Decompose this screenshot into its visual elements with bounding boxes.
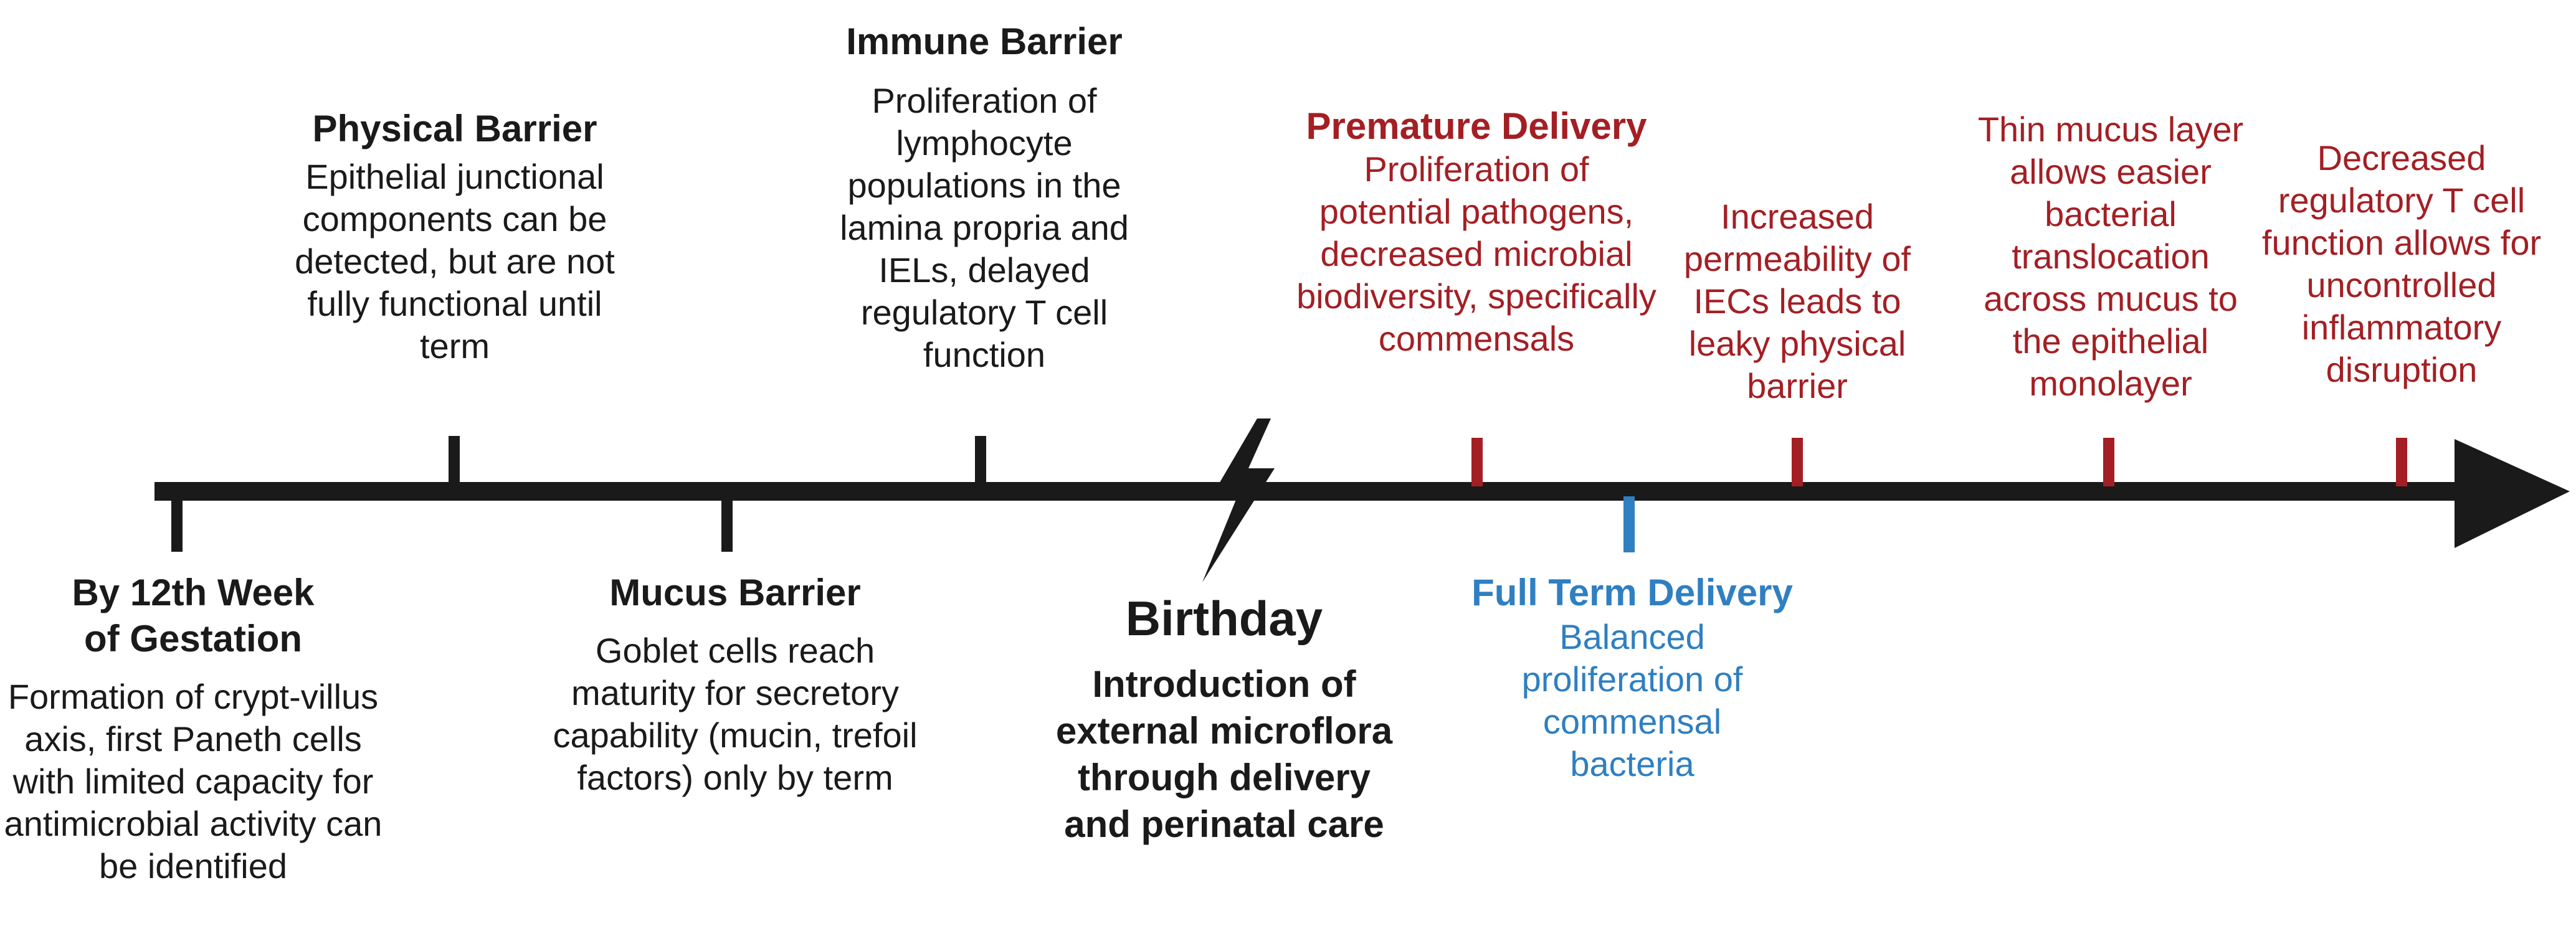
mucus-barrier-heading: Mucus Barrier [609, 572, 861, 613]
premature-delivery-heading: Premature Delivery [1306, 105, 1647, 147]
timeline-axis [154, 482, 2478, 501]
premature-delivery-block: Premature Delivery Proliferation of pote… [1296, 105, 1657, 360]
full-term-delivery-heading: Full Term Delivery [1471, 572, 1793, 613]
tick-physical [449, 436, 460, 492]
premature-delivery-text: Proliferation of potential pathogens, de… [1296, 149, 1656, 358]
immune-barrier-text: Proliferation of lymphocyte populations … [840, 81, 1129, 374]
timeline-arrowhead [2455, 439, 2570, 548]
mucus-barrier-text: Goblet cells reach maturity for secretor… [553, 631, 918, 797]
physical-barrier-text: Epithelial junctional components can be … [295, 157, 615, 366]
outcome-treg-function: Decreased regulatory T cell function all… [2261, 138, 2542, 389]
birthday-title: Birthday [1125, 591, 1323, 646]
tick-outcome-3 [2396, 438, 2407, 486]
gestation-block: By 12th Week of Gestation Formation of c… [0, 570, 386, 887]
immune-barrier-heading: Immune Barrier [846, 21, 1123, 62]
birthday-text: Introduction of external microflora thro… [1055, 663, 1393, 845]
full-term-delivery-text: Balanced proliferation of commensal bact… [1521, 617, 1743, 783]
immune-barrier-block: Immune Barrier Proliferation of lymphocy… [810, 19, 1159, 376]
physical-barrier-block: Physical Barrier Epithelial junctional c… [265, 106, 645, 367]
birthday-block: Birthday Introduction of external microf… [1034, 589, 1414, 848]
full-term-delivery-block: Full Term Delivery Balanced proliferatio… [1445, 570, 1819, 785]
physical-barrier-heading: Physical Barrier [312, 108, 597, 149]
tick-full-term [1623, 496, 1635, 552]
lightning-bolt-icon [1202, 418, 1275, 582]
tick-premature [1471, 438, 1483, 486]
tick-gestation [171, 492, 183, 552]
tick-outcome-1 [1792, 438, 1803, 486]
tick-mucus [721, 492, 733, 552]
outcome-thin-mucus: Thin mucus layer allows easier bacterial… [1977, 110, 2244, 403]
gestation-text: Formation of crypt-villus axis, first Pa… [4, 677, 383, 886]
mucus-barrier-block: Mucus Barrier Goblet cells reach maturit… [548, 570, 922, 799]
gestation-heading: By 12th Week of Gestation [72, 572, 315, 659]
tick-outcome-2 [2103, 438, 2114, 486]
tick-immune [975, 436, 986, 492]
outcome-leaky-barrier: Increased permeability of IECs leads to … [1683, 197, 1911, 405]
